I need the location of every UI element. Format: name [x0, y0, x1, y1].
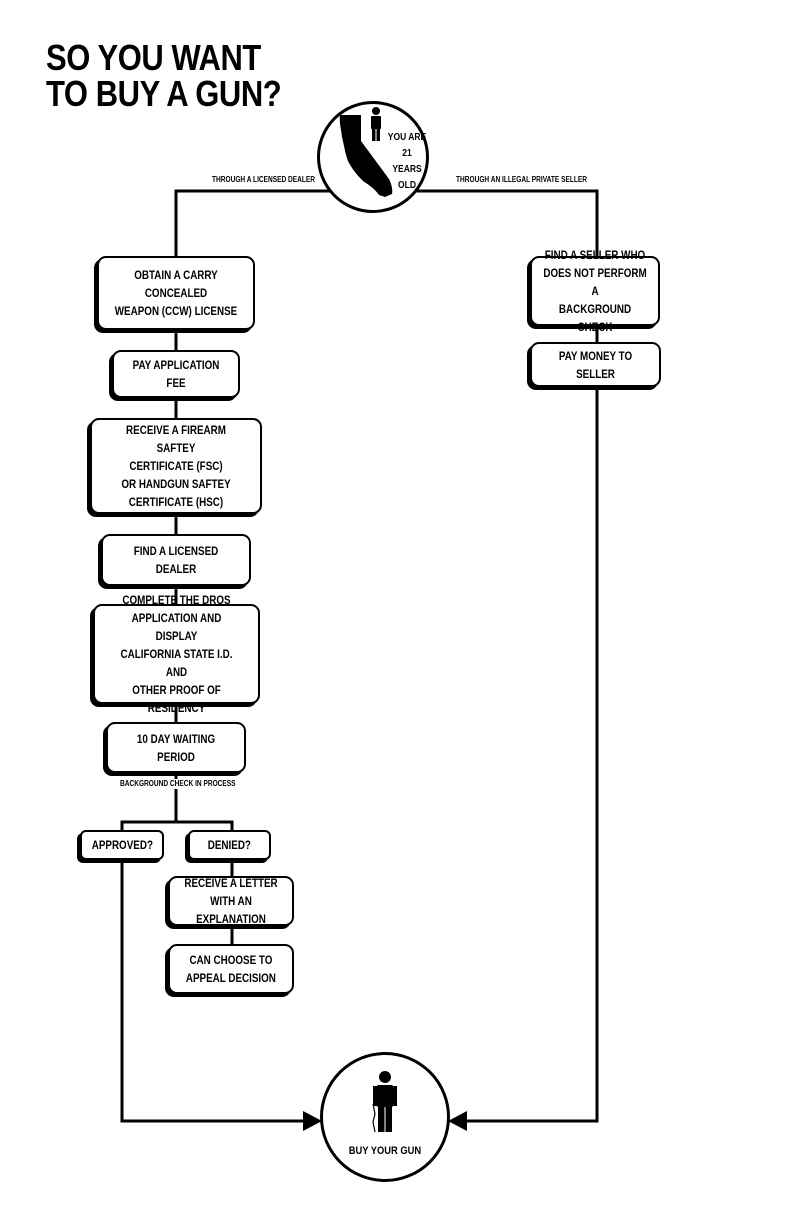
- right-arrowhead-icon: [448, 1111, 467, 1131]
- step-find-dealer-label: FIND A LICENSED DEALER: [133, 544, 219, 576]
- title-line-1: SO YOU WANT: [46, 37, 261, 78]
- page-title: SO YOU WANT TO BUY A GUN?: [46, 37, 282, 114]
- step-pay-fee-label: PAY APPLICATION FEE: [132, 358, 220, 390]
- step-complete-dros: COMPLETE THE DROS APPLICATION AND DISPLA…: [93, 593, 260, 715]
- end-node: BUY YOUR GUN: [320, 1052, 450, 1182]
- step-appeal-label: CAN CHOOSE TO APPEAL DECISION: [185, 953, 277, 985]
- background-check-note: BACKGROUND CHECK IN PROCESS: [120, 779, 236, 789]
- step-receive-letter: RECEIVE A LETTER WITH AN EXPLANATION: [168, 876, 294, 926]
- right-branch-label: THROUGH AN ILLEGAL PRIVATE SELLER: [456, 175, 587, 185]
- person-icon: [371, 107, 381, 141]
- step-pay-seller-label: PAY MONEY TO SELLER: [558, 348, 633, 381]
- decision-denied-label: DENIED?: [207, 838, 252, 852]
- step-dros-label: COMPLETE THE DROS APPLICATION AND DISPLA…: [120, 593, 233, 715]
- step-find-private-seller: FIND A SELLER WHO DOES NOT PERFORM A BAC…: [530, 248, 660, 334]
- private-path-line: [462, 384, 599, 1123]
- step-private-seller-label: FIND A SELLER WHO DOES NOT PERFORM A BAC…: [543, 248, 647, 334]
- step-waiting-label: 10 DAY WAITING PERIOD: [136, 731, 216, 764]
- step-pay-seller: PAY MONEY TO SELLER: [530, 342, 661, 387]
- left-arrowhead-icon: [303, 1111, 322, 1131]
- step-obtain-ccw-license: OBTAIN A CARRY CONCEALED WEAPON (CCW) LI…: [97, 256, 255, 330]
- decision-split-line: [120, 820, 234, 834]
- step-obtain-ccw-label: OBTAIN A CARRY CONCEALED WEAPON (CCW) LI…: [114, 268, 238, 318]
- step-waiting-period: 10 DAY WAITING PERIOD: [106, 722, 246, 773]
- california-map-icon: [339, 115, 393, 197]
- start-node: YOU ARE 21 YEARS OLD: [317, 101, 429, 213]
- approved-path-line: [120, 856, 308, 1123]
- step-appeal-decision: CAN CHOOSE TO APPEAL DECISION: [168, 944, 294, 994]
- decision-approved: APPROVED?: [80, 830, 164, 860]
- decision-approved-label: APPROVED?: [91, 838, 153, 852]
- title-line-2: TO BUY A GUN?: [46, 73, 282, 114]
- step-receive-certificate: RECEIVE A FIREARM SAFTEY CERTIFICATE (FS…: [90, 418, 262, 514]
- person-with-gun-icon: [372, 1071, 397, 1133]
- decision-denied: DENIED?: [188, 830, 271, 860]
- start-text: YOU ARE 21 YEARS OLD: [387, 132, 427, 191]
- step-certificate-label: RECEIVE A FIREARM SAFTEY CERTIFICATE (FS…: [121, 423, 231, 509]
- left-branch-label: THROUGH A LICENSED DEALER: [212, 175, 316, 185]
- step-find-licensed-dealer: FIND A LICENSED DEALER: [101, 534, 251, 586]
- end-text: BUY YOUR GUN: [348, 1145, 422, 1157]
- step-pay-application-fee: PAY APPLICATION FEE: [112, 350, 240, 398]
- step-letter-label: RECEIVE A LETTER WITH AN EXPLANATION: [184, 876, 278, 926]
